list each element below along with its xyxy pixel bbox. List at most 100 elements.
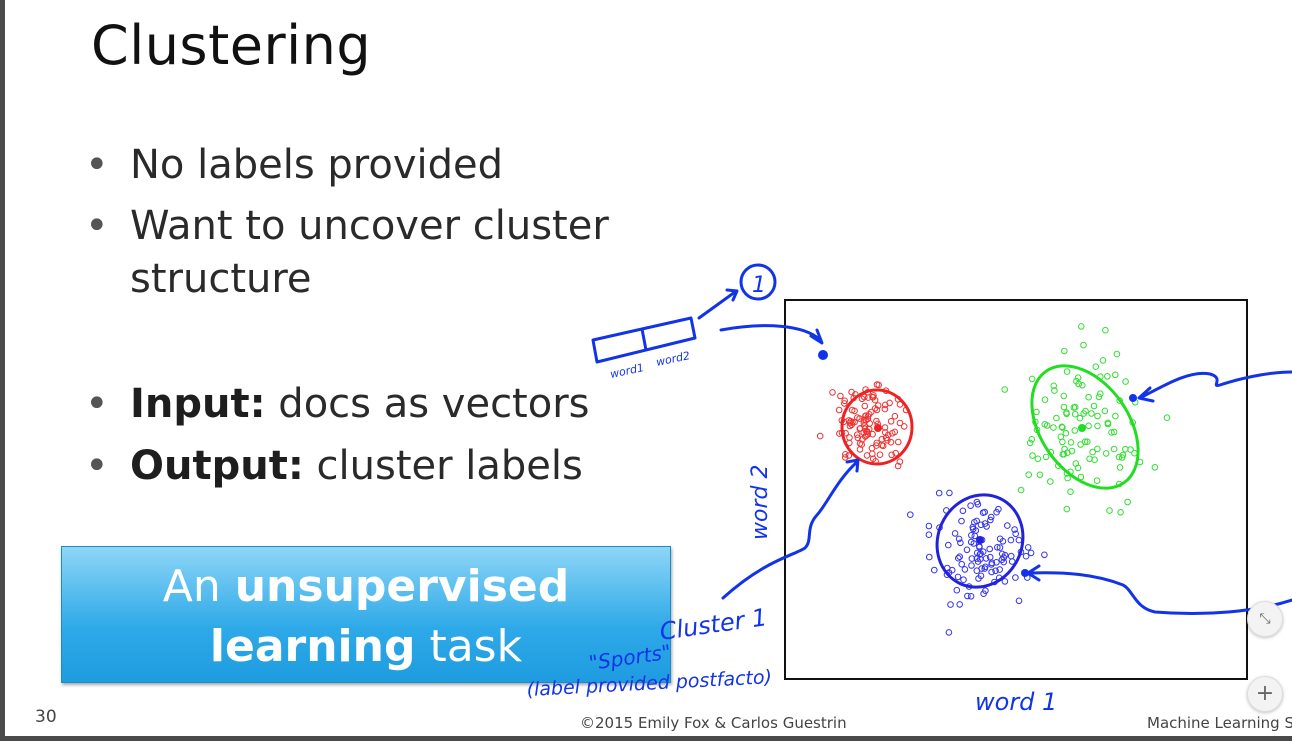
scatter-point	[981, 565, 989, 572]
scatter-point	[959, 507, 967, 515]
scatter-point	[1115, 453, 1123, 461]
scatter-point	[987, 516, 994, 524]
scatter-point	[881, 401, 889, 409]
bullet-text: Input: docs as vectors	[130, 378, 690, 431]
ink-annotations	[591, 263, 1292, 615]
scatter-point	[973, 567, 981, 575]
scatter-point	[1042, 453, 1050, 461]
scatter-point	[1053, 414, 1060, 422]
scatter-point	[977, 550, 984, 557]
scatter-and-ink-overlay: word1 word2 1 word 2 word 1 Cluster 1 "S…	[526, 263, 1292, 716]
scatter-point	[1063, 368, 1071, 375]
scatter-point	[1050, 382, 1057, 390]
vector-label-word2: word2	[655, 349, 691, 369]
arrow-to-circle-icon	[697, 288, 739, 320]
scatter-point	[1001, 386, 1009, 393]
scatter-point	[876, 451, 884, 459]
scatter-point	[881, 424, 889, 431]
scatter-point	[1015, 536, 1023, 544]
scatter-point	[1108, 429, 1115, 436]
scatter-point	[854, 434, 862, 442]
red-centroid	[874, 424, 882, 432]
scatter-point	[864, 394, 872, 401]
arrow-to-point-icon	[719, 324, 824, 345]
scatter-point	[873, 417, 880, 425]
cluster-1-label: Cluster 1	[658, 603, 769, 646]
fit-to-screen-button[interactable]: ⤡	[1247, 601, 1283, 637]
scatter-point	[861, 402, 869, 410]
bullet-dot: •	[85, 203, 109, 249]
scatter-point	[1071, 410, 1079, 418]
scatter-point	[829, 389, 836, 396]
bullet-dot: •	[85, 142, 109, 188]
scatter-point	[1071, 427, 1079, 434]
scatter-point	[951, 530, 959, 537]
scatter-point	[1076, 414, 1084, 422]
scatter-point	[894, 462, 902, 470]
scatter-point	[1082, 407, 1089, 415]
scatter-point	[871, 396, 879, 404]
scatter-plot-frame	[784, 299, 1248, 680]
scatter-point	[862, 412, 869, 420]
scatter-point	[1101, 407, 1109, 415]
scatter-point	[967, 502, 974, 510]
scatter-point	[977, 572, 985, 580]
bullet-text: No labels provided	[130, 142, 504, 188]
scatter-point	[867, 408, 875, 416]
vector-label-word1: word1	[609, 361, 645, 381]
bullet-rest: docs as vectors	[265, 381, 590, 427]
scatter-point	[1024, 544, 1032, 551]
scatter-point	[1028, 375, 1036, 383]
circled-number: 1	[752, 273, 766, 298]
bullet-text: Output: cluster labels	[130, 440, 690, 493]
scatter-point	[891, 412, 899, 420]
scatter-point	[1025, 471, 1033, 479]
scatter-point	[866, 420, 874, 427]
scatter-point	[963, 546, 971, 554]
scatter-point	[1033, 408, 1040, 416]
slide-title: Clustering	[91, 14, 372, 77]
scatter-point	[875, 381, 883, 389]
scatter-point	[1081, 438, 1089, 446]
scatter-point	[1001, 551, 1009, 559]
zoom-in-button[interactable]: +	[1247, 676, 1283, 712]
scatter-point	[1071, 403, 1079, 411]
scatter-point	[1011, 526, 1018, 533]
scatter-point	[1004, 522, 1011, 529]
scatter-point	[1089, 448, 1096, 456]
scatter-point	[1034, 455, 1042, 463]
scatter-point	[816, 432, 824, 440]
scatter-point	[845, 452, 853, 459]
scatter-point	[1085, 393, 1092, 401]
scatter-point	[1063, 410, 1070, 418]
scatter-point	[1086, 455, 1093, 463]
scatter-point	[1163, 414, 1171, 422]
scatter-point	[961, 566, 969, 573]
scatter-point	[841, 454, 849, 461]
scatter-point	[869, 430, 876, 438]
scatter-point	[1015, 597, 1023, 605]
scatter-point	[986, 545, 994, 553]
scatter-point	[974, 558, 982, 565]
scatter-point	[1088, 410, 1095, 417]
footer-copyright: ©2015 Emily Fox & Carlos Guestrin	[580, 714, 847, 732]
scatter-point	[996, 566, 1004, 573]
scatter-point	[956, 601, 964, 608]
scatter-point	[1079, 382, 1086, 389]
scatter-point	[1012, 574, 1019, 581]
scatter-point	[954, 573, 962, 581]
scatter-point	[853, 431, 861, 439]
scatter-point	[1050, 424, 1057, 431]
bullet-dot: •	[85, 381, 109, 427]
scatter-point	[896, 419, 904, 427]
green-highlight-point	[1129, 394, 1137, 402]
scatter-point	[1041, 421, 1049, 428]
scatter-point	[996, 544, 1004, 551]
scatter-point	[981, 520, 989, 527]
scatter-point	[968, 532, 975, 539]
scatter-point	[848, 421, 855, 429]
scatter-point	[900, 423, 908, 430]
scatter-point	[1061, 347, 1068, 355]
scatter-point	[1151, 464, 1159, 471]
scatter-point	[1047, 478, 1054, 485]
